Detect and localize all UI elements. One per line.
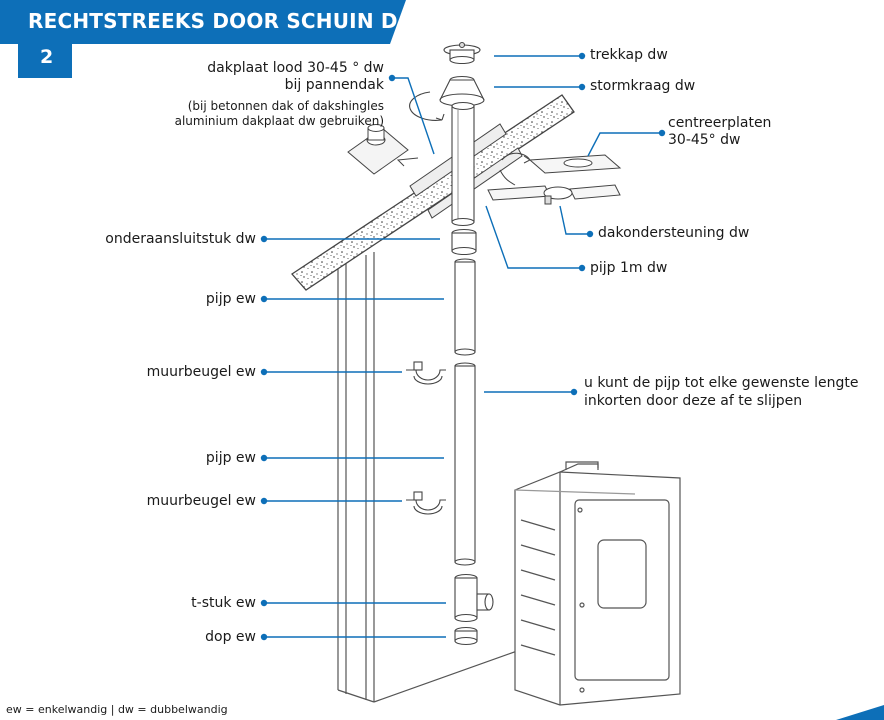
dakondersteuning-part [487, 169, 621, 205]
label-dakplaat-2: bij pannendak [284, 77, 384, 93]
label-trekkap: trekkap dw [590, 47, 668, 63]
label-onderaansluitstuk: onderaansluitstuk dw [105, 231, 256, 247]
label-dakplaat-1: dakplaat lood 30-45 ° dw [207, 60, 384, 76]
label-dakplaat-note-1: (bij betonnen dak of dakshingles [187, 99, 384, 113]
label-dop: dop ew [205, 629, 256, 645]
note-line-2: inkorten door deze af te slijpen [584, 393, 803, 409]
muurbeugel-1-part [406, 361, 446, 385]
t-stuk-part [454, 573, 494, 623]
pipe-ew-1 [454, 258, 476, 356]
pellet-stove [514, 461, 681, 706]
callout-dots [260, 52, 666, 641]
label-dakondersteuning: dakondersteuning dw [598, 225, 750, 241]
label-muurbeugel-1: muurbeugel ew [146, 364, 256, 380]
dop-part [454, 626, 478, 646]
wall [337, 252, 521, 703]
label-pijp-ew-1: pijp ew [205, 291, 256, 307]
onderaansluitstuk-part [451, 228, 477, 256]
legend-footer: ew = enkelwandig | dw = dubbelwandig [6, 703, 228, 716]
pipe-ew-2 [454, 362, 476, 566]
header-banner [0, 0, 406, 44]
dakplaat-illustration [347, 124, 419, 175]
muurbeugel-2-part [406, 491, 446, 515]
corner-accent [836, 705, 884, 720]
step-number: 2 [40, 46, 54, 68]
label-pijp-ew-2: pijp ew [205, 450, 256, 466]
callout-lines [264, 55, 662, 638]
label-dakplaat-note-2: aluminium dakplaat dw gebruiken) [174, 114, 384, 128]
note-line-1: u kunt de pijp tot elke gewenste lengte [584, 375, 859, 391]
trekkap-part [443, 41, 481, 65]
label-stormkraag: stormkraag dw [590, 78, 696, 94]
label-centreerplaten-2: 30-45° dw [668, 132, 741, 148]
step-badge [18, 44, 72, 78]
label-pijp-1m: pijp 1m dw [590, 260, 668, 276]
page-title: RECHTSTREEKS DOOR SCHUIN DAK [28, 9, 430, 33]
centreerplaten-part [501, 152, 622, 174]
label-t-stuk: t-stuk ew [191, 595, 256, 611]
label-centreerplaten-1: centreerplaten [668, 115, 772, 131]
label-muurbeugel-2: muurbeugel ew [146, 493, 256, 509]
stormkraag-part [409, 75, 485, 121]
dw-pipe [451, 101, 475, 227]
